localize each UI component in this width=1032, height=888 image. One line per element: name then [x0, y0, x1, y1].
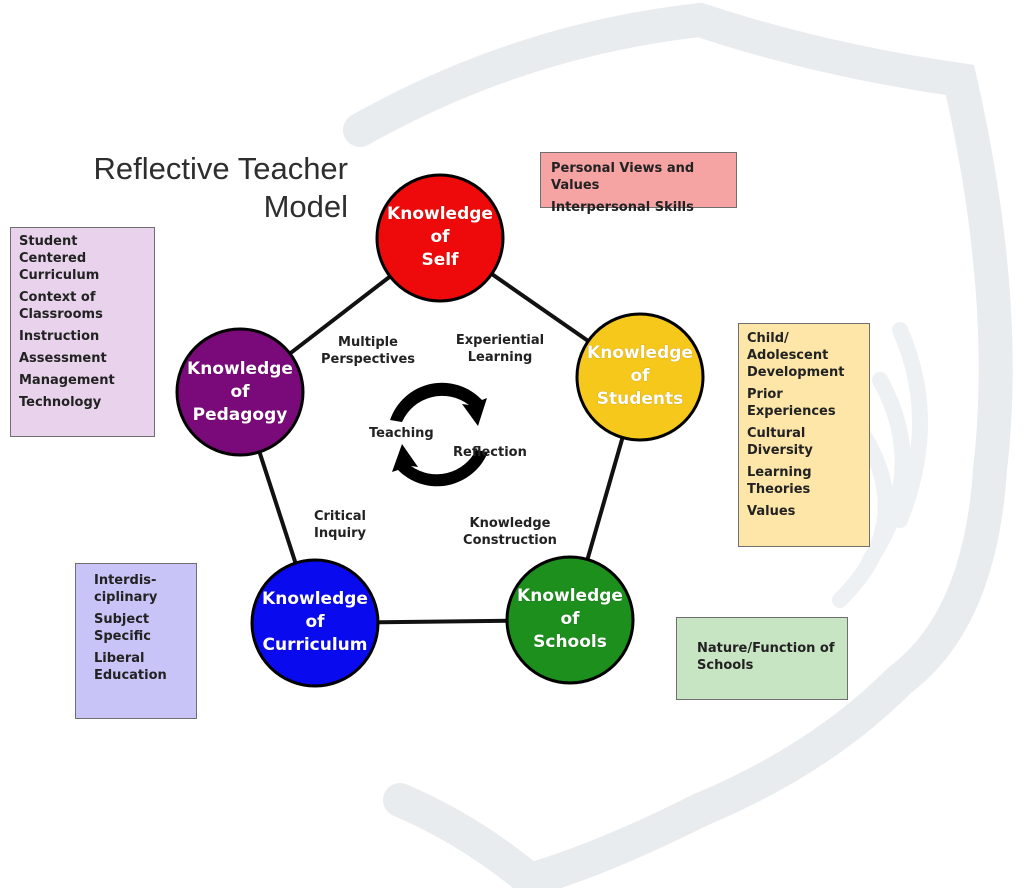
node-schools-label: Knowledge of Schools — [517, 586, 623, 652]
box-knowledge-of-schools: Nature/Function of Schools — [676, 617, 848, 700]
box-pedagogy-item: Instruction — [19, 329, 100, 344]
box-students-item: Values — [747, 504, 796, 519]
box-self-item: Interpersonal Skills — [551, 200, 694, 215]
box-pedagogy-item: Technology — [19, 395, 102, 410]
box-pedagogy-item: Student Centered Curriculum — [19, 234, 100, 283]
box-curriculum-item: Subject Specific — [94, 612, 151, 644]
box-knowledge-of-pedagogy: Student Centered Curriculum Context of C… — [10, 227, 155, 437]
box-knowledge-of-self: Personal Views and Values Interpersonal … — [540, 152, 737, 215]
box-knowledge-of-curriculum: Interdis- ciplinary Subject Specific Lib… — [75, 563, 197, 719]
box-curriculum-item: Interdis- ciplinary — [94, 573, 158, 605]
cycle-label-reflection: Reflection — [453, 445, 527, 460]
edge-label-multiple-perspectives: Multiple Perspectives — [320, 335, 416, 367]
box-pedagogy-item: Assessment — [19, 351, 107, 366]
circle-self — [375, 173, 505, 303]
box-students-item: Prior Experiences — [747, 387, 836, 419]
box-pedagogy-item: Management — [19, 373, 115, 388]
edge-label-experiential-learning: Experiential Learning — [455, 333, 545, 365]
node-pedagogy-label: Knowledge of Pedagogy — [187, 359, 293, 425]
circle-schools — [505, 555, 635, 685]
circle-students — [575, 312, 705, 442]
node-students-label: Knowledge of Students — [587, 343, 693, 409]
box-curriculum-item: Liberal Education — [94, 651, 167, 683]
box-self-item: Personal Views and Values — [551, 161, 695, 193]
edge-label-critical-inquiry: Critical Inquiry — [313, 509, 366, 541]
box-students-item: Learning Theories — [747, 465, 812, 497]
title-line-1: Reflective Teacher — [93, 151, 348, 186]
box-students-item: Child/ Adolescent Development — [747, 331, 845, 380]
diagram-title: Reflective Teacher Model — [30, 150, 348, 226]
cycle-label-teaching: Teaching — [369, 426, 434, 441]
box-schools-item: Nature/Function of Schools — [697, 641, 835, 673]
node-self-label: Knowledge of Self — [387, 204, 493, 270]
box-students-item: Cultural Diversity — [747, 426, 813, 458]
box-pedagogy-item: Context of Classrooms — [19, 290, 103, 322]
node-curriculum-label: Knowledge of Curriculum — [262, 589, 368, 655]
edge-label-knowledge-construction: Knowledge Construction — [463, 516, 557, 548]
cycle-arrows-icon — [390, 382, 488, 487]
circle-curriculum — [250, 558, 380, 688]
box-knowledge-of-students: Child/ Adolescent Development Prior Expe… — [738, 323, 870, 547]
circle-pedagogy — [175, 327, 305, 457]
title-line-2: Model — [263, 189, 348, 224]
